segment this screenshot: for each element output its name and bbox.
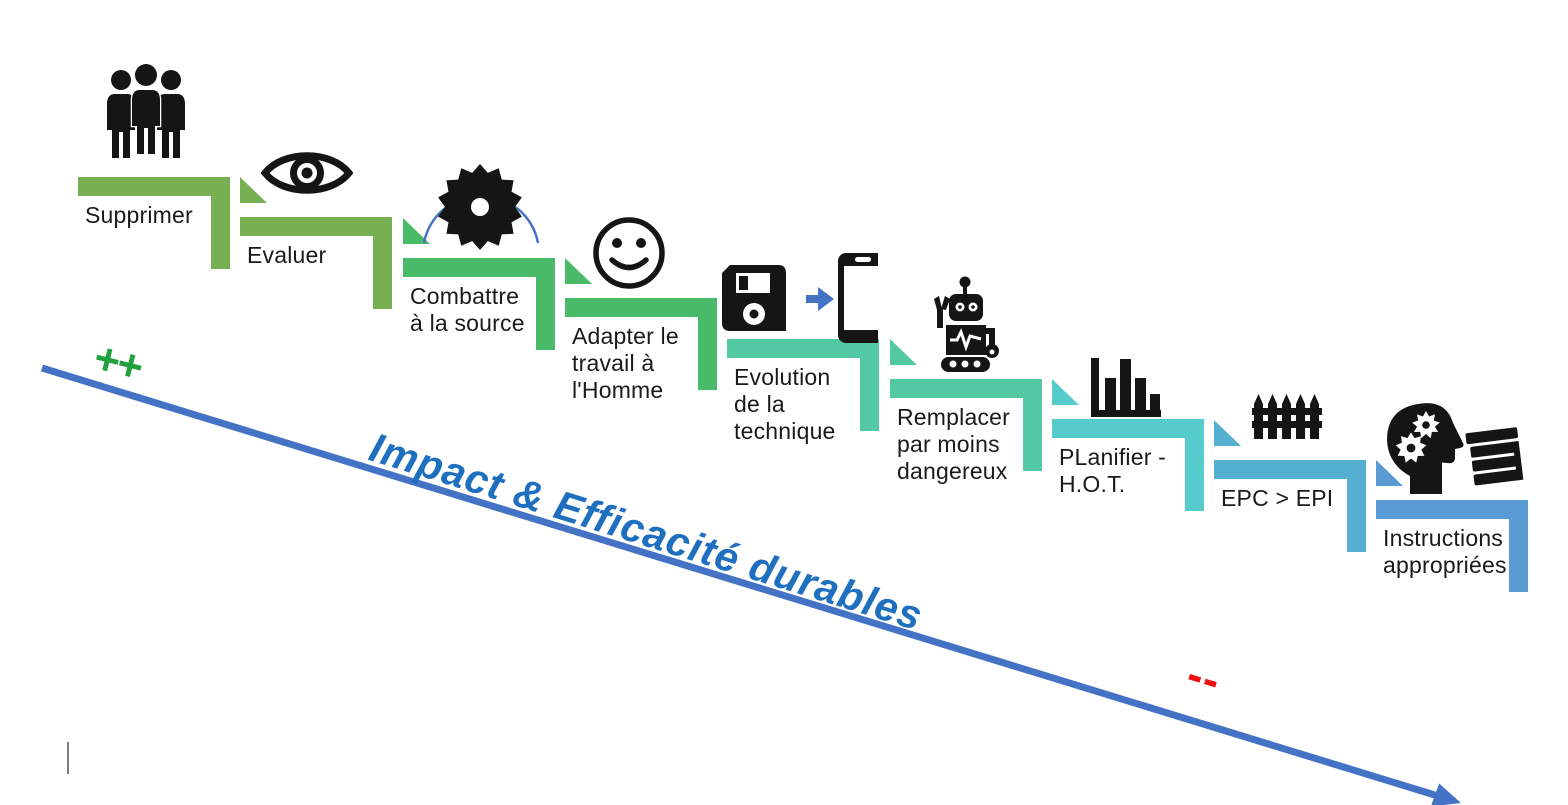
step-label-line: l'Homme <box>572 377 664 403</box>
step-bar <box>240 217 392 236</box>
step-label-line: de la <box>734 391 785 417</box>
fence-icon <box>1252 394 1322 439</box>
step-label-line: dangereux <box>897 458 1008 484</box>
step-bar <box>1052 419 1204 438</box>
trend-arrow-head <box>1431 783 1461 805</box>
step-riser <box>698 298 717 390</box>
people-icon <box>100 64 192 162</box>
step-label: PLanifier -H.O.T. <box>1059 444 1166 498</box>
step-bar <box>565 298 717 317</box>
step-bar <box>890 379 1042 398</box>
step-riser <box>536 258 555 350</box>
step-label-line: PLanifier - <box>1059 444 1167 470</box>
step-label-line: Evolution <box>734 364 831 390</box>
step-riser <box>1023 379 1042 471</box>
step-riser <box>1185 419 1204 511</box>
step-label-line: H.O.T. <box>1059 471 1126 497</box>
robot-icon <box>926 276 1004 373</box>
step-label: EPC > EPI <box>1221 485 1333 512</box>
step-label-line: EPC > EPI <box>1221 485 1334 511</box>
head-gears-books-icon <box>1374 396 1524 498</box>
step-bar <box>403 258 555 277</box>
step-bar <box>1376 500 1528 519</box>
step-riser <box>1509 500 1528 592</box>
circular-saw-icon <box>416 143 544 255</box>
step-label-line: Adapter le <box>572 323 679 349</box>
step-bar <box>78 177 230 196</box>
smiley-face-icon <box>591 215 667 291</box>
step-label-line: à la source <box>410 310 525 336</box>
floppy-to-phone-icon <box>720 251 878 345</box>
step-label-line: Evaluer <box>247 242 327 268</box>
step-bar <box>727 339 879 358</box>
step-label: Evaluer <box>247 242 326 269</box>
step-label-line: Supprimer <box>85 202 193 228</box>
eye-icon <box>261 146 353 200</box>
step-label-line: Instructions <box>1383 525 1504 551</box>
step-riser <box>1347 460 1366 552</box>
step-label-line: Remplacer <box>897 404 1011 430</box>
step-label-line: par moins <box>897 431 1000 457</box>
trend-arrow-line <box>40 364 1440 800</box>
step-label-line: Combattre <box>410 283 520 309</box>
text-cursor-artifact <box>67 742 69 774</box>
step-bar <box>1214 460 1366 479</box>
step-label: Supprimer <box>85 202 193 229</box>
step-label-line: appropriées <box>1383 552 1507 578</box>
step-label-line: travail à <box>572 350 655 376</box>
bar-chart-icon <box>1089 356 1163 420</box>
step-riser <box>860 339 879 431</box>
step-riser <box>211 177 230 269</box>
step-label-line: technique <box>734 418 836 444</box>
step-riser <box>373 217 392 309</box>
